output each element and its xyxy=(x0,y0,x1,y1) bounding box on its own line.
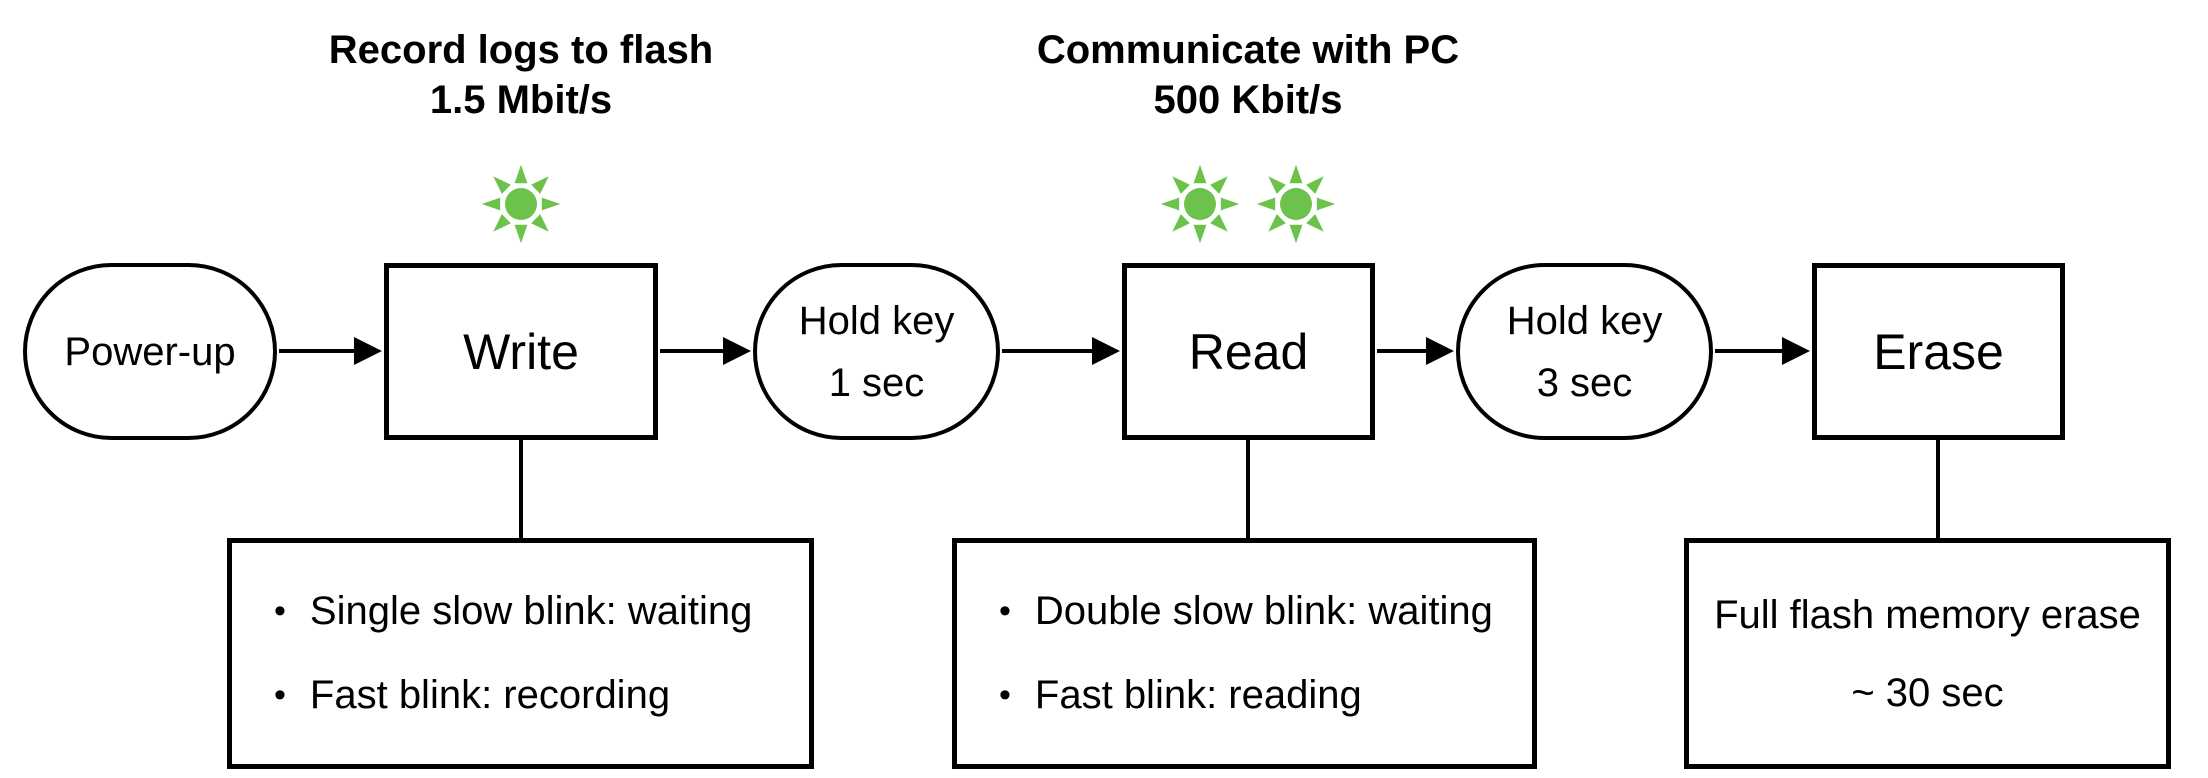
list-item: • Fast blink: reading xyxy=(999,671,1532,721)
bullet-icon: • xyxy=(999,675,1011,714)
list-item: • Fast blink: recording xyxy=(274,671,809,721)
node-erase-label: Erase xyxy=(1873,323,2004,380)
node-write-label: Write xyxy=(463,323,579,380)
hold-key-1-line1: Hold key xyxy=(798,298,955,343)
arrow-shaft xyxy=(1002,349,1094,353)
write-mode-title: Record logs to flash xyxy=(328,28,714,72)
read-mode-title: Communicate with PC xyxy=(1036,28,1460,72)
node-erase: Erase xyxy=(1812,263,2065,440)
arrow-head-icon xyxy=(1782,337,1810,365)
bullet-icon: • xyxy=(274,591,286,630)
node-power-up-label: Power-up xyxy=(64,329,236,374)
hold-key-3-line1: Hold key xyxy=(1506,298,1663,343)
bullet-icon: • xyxy=(274,675,286,714)
node-hold-key-3sec: Hold key 3 sec xyxy=(1456,263,1713,440)
node-power-up: Power-up xyxy=(23,263,277,440)
write-note-line-2: Fast blink: recording xyxy=(309,672,671,717)
bullet-icon: • xyxy=(999,591,1011,630)
list-item: • Double slow blink: waiting xyxy=(999,587,1532,637)
read-mode-rate: 500 Kbit/s xyxy=(1153,78,1343,122)
erase-note-line-1: Full flash memory erase xyxy=(1714,592,2141,637)
arrow-head-icon xyxy=(1092,337,1120,365)
node-hold-key-1sec: Hold key 1 sec xyxy=(753,263,1000,440)
arrow-head-icon xyxy=(1426,337,1454,365)
node-read: Read xyxy=(1122,263,1375,440)
connector-read-note xyxy=(1246,440,1250,538)
list-item: • Single slow blink: waiting xyxy=(274,587,809,637)
note-erase-info: Full flash memory erase ~ 30 sec xyxy=(1684,538,2171,769)
read-note-line-2: Fast blink: reading xyxy=(1034,672,1362,717)
arrow-shaft xyxy=(660,349,725,353)
write-mode-header: Record logs to flash 1.5 Mbit/s xyxy=(261,25,781,125)
node-write: Write xyxy=(384,263,658,440)
write-mode-rate: 1.5 Mbit/s xyxy=(429,78,613,122)
arrow-shaft xyxy=(1715,349,1784,353)
led-double-blink-icon-1 xyxy=(1160,164,1240,244)
arrow-head-icon xyxy=(723,337,751,365)
led-single-blink-icon xyxy=(481,164,561,244)
hold-key-1-line2: 1 sec xyxy=(828,360,925,405)
arrow-shaft xyxy=(279,349,356,353)
led-double-blink-icon-2 xyxy=(1256,164,1336,244)
note-write-blink-legend: • Single slow blink: waiting • Fast blin… xyxy=(227,538,814,769)
connector-erase-note xyxy=(1936,440,1940,538)
connector-write-note xyxy=(519,440,523,538)
note-read-blink-legend: • Double slow blink: waiting • Fast blin… xyxy=(952,538,1537,769)
arrow-head-icon xyxy=(354,337,382,365)
hold-key-3-line2: 3 sec xyxy=(1536,360,1633,405)
node-read-label: Read xyxy=(1188,323,1309,380)
arrow-shaft xyxy=(1377,349,1428,353)
erase-note-line-2: ~ 30 sec xyxy=(1851,670,2004,715)
write-note-line-1: Single slow blink: waiting xyxy=(309,588,753,633)
read-note-line-1: Double slow blink: waiting xyxy=(1034,588,1493,633)
read-mode-header: Communicate with PC 500 Kbit/s xyxy=(988,25,1508,125)
